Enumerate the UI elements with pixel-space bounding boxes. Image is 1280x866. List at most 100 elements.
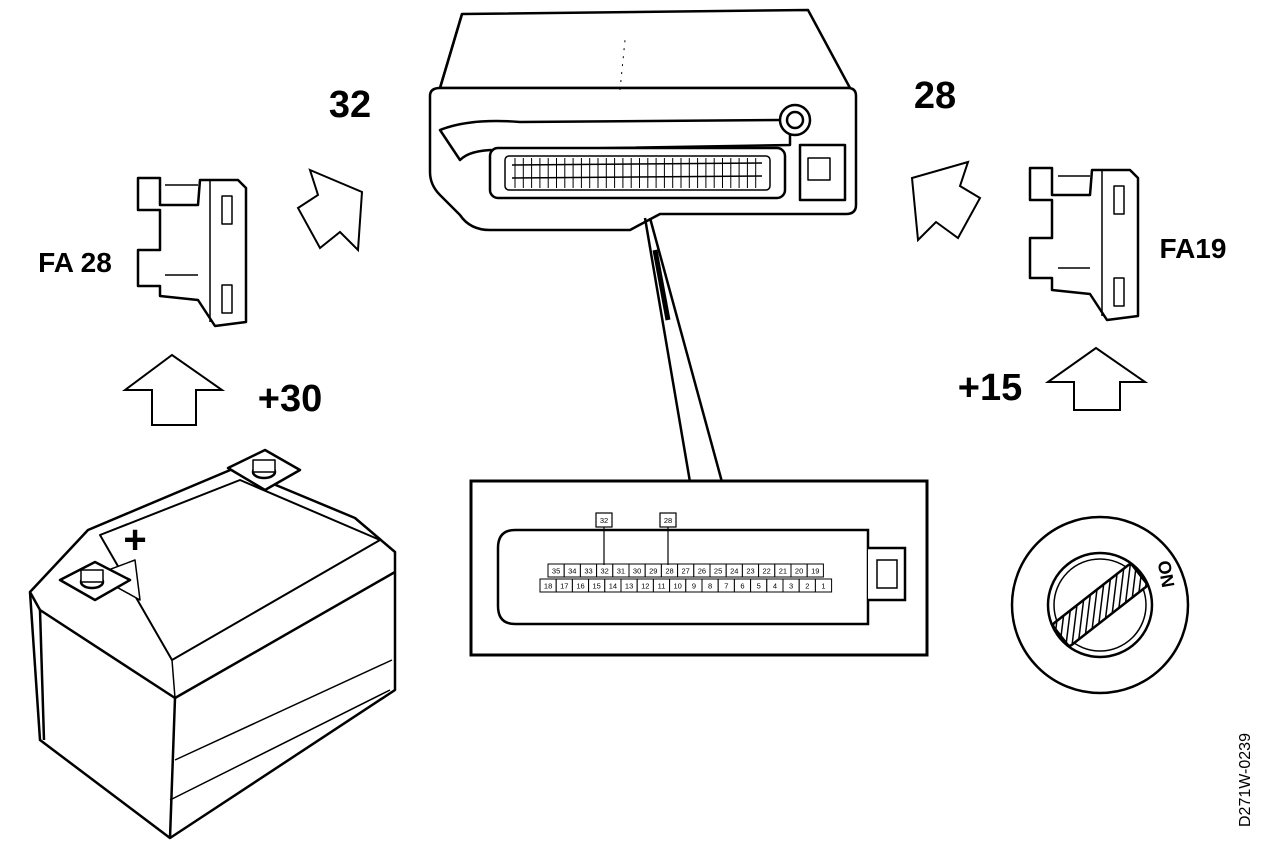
connector-pin-label: 20 [795,567,803,576]
connector-pin-label: 34 [568,567,576,576]
connector-pin: 30 [628,563,646,578]
connector-pin-label: 27 [682,567,690,576]
ignition-key-slot [1051,563,1149,647]
connector-pin: 21 [774,563,792,578]
connector-pin-label: 19 [811,567,819,576]
terminal-15-label: +15 [958,367,1022,409]
connector-pin-label: 14 [609,582,617,591]
connector-pin-label: 8 [708,582,712,591]
arrow-up-right [1044,346,1149,411]
connector-pin-label: 22 [763,567,771,576]
connector-pin: 5 [750,578,768,593]
fuse-right [1028,166,1140,322]
pin-callout-28: 28 [659,512,677,565]
connector-pin: 4 [766,578,784,593]
battery-terminal-positive [226,448,302,492]
connector-pin-label: 1 [821,582,825,591]
connector-pin: 24 [725,563,743,578]
connector-pin: 26 [693,563,711,578]
connector-pin: 3 [782,578,800,593]
connector-pin: 17 [555,578,573,593]
pin-callout-28-label: 28 [664,516,672,525]
connector-pin-label: 18 [544,582,552,591]
connector-pin-label: 33 [584,567,592,576]
connector-pin-label: 28 [665,567,673,576]
battery-terminal-negative [58,560,132,602]
connector-pin: 8 [701,578,719,593]
connector-pin: 15 [588,578,606,593]
connector-pin: 10 [669,578,687,593]
battery-plus-sign: + [123,518,146,562]
connector-pin-label: 6 [740,582,744,591]
connector-pin: 35 [547,563,565,578]
connector-pin: 31 [612,563,630,578]
connector-pin: 6 [733,578,752,593]
connector-pin: 1 [814,578,833,593]
fuse-left-label: FA 28 [38,247,112,278]
connector-pin-label: 17 [560,582,568,591]
connector-pin: 22 [758,563,776,578]
connector-pin: 32 [596,563,614,578]
callout-leader [643,217,724,483]
arrow-up-left [121,353,226,426]
connector-pin-label: 15 [593,582,601,591]
pin-callout-32-label: 32 [600,516,608,525]
fuse-right-label: FA19 [1160,233,1227,264]
fuse-left [136,176,248,328]
ecu-unit [428,8,858,232]
connector-pin: 9 [685,578,703,593]
connector-pin-label: 24 [730,567,738,576]
connector-pin: 11 [652,578,671,593]
connector-pin-label: 29 [649,567,657,576]
connector-pin-label: 7 [724,582,728,591]
connector-pin-label: 9 [692,582,696,591]
connector-pin: 20 [790,563,808,578]
connector-pin-label: 2 [805,582,809,591]
ignition-switch [1010,515,1190,695]
drawing-code: D271W-0239 [1237,733,1254,827]
pin-callout-32: 32 [595,512,613,565]
connector-pin-label: 5 [757,582,761,591]
connector-pin-label: 3 [789,582,793,591]
connector-pin: 33 [579,563,598,578]
connector-pin: 25 [709,563,727,578]
ignition-on-label: ON [1154,559,1178,589]
connector-pin-label: 26 [698,567,706,576]
connector-pin-label: 31 [617,567,625,576]
connector-pin-label: 32 [601,567,609,576]
connector-pin: 34 [563,563,581,578]
connector-pin-label: 25 [714,567,722,576]
connector-pin-label: 23 [746,567,754,576]
connector-pin-label: 16 [576,582,584,591]
ecu-pin-ticks [514,158,757,188]
connector-pin-label: 21 [779,567,787,576]
connector-pin-label: 13 [625,582,633,591]
connector-pin: 29 [644,563,662,578]
connector-pin-label: 35 [552,567,560,576]
ecu-pin-rows [511,162,763,179]
connector-pin: 2 [798,578,816,593]
connector-pin: 27 [677,563,695,578]
connector-pin: 23 [741,563,760,578]
ecu-pin-right-label: 28 [914,75,956,117]
ecu-pin-left-label: 32 [329,84,371,126]
battery [28,448,397,840]
connector-pin: 7 [717,578,735,593]
connector-pin-label: 12 [641,582,649,591]
connector-pin-label: 4 [773,582,777,591]
connector-pin: 28 [660,563,679,578]
connector-pin-label: 11 [658,582,666,591]
connector-pin-label: 30 [633,567,641,576]
connector-pin: 13 [620,578,638,593]
arrow-diag-right [910,160,982,243]
connector-pin: 12 [636,578,654,593]
arrow-diag-left [296,168,364,253]
connector-pin: 18 [539,578,557,593]
connector-pin-label: 10 [674,582,682,591]
terminal-30-label: +30 [258,378,322,420]
connector-pin: 16 [571,578,590,593]
